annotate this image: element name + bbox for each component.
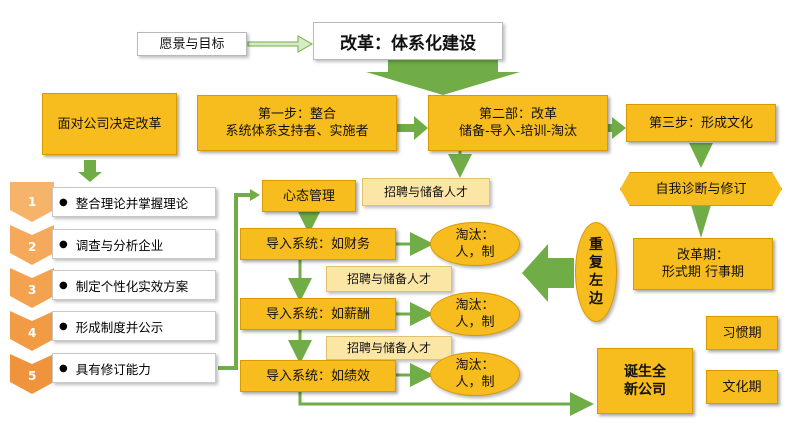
step-2-number: 2	[28, 240, 37, 254]
self-diagnosis-box: 自我诊断与修订	[620, 172, 782, 206]
reform-period-box: 改革期： 形式期 行事期	[633, 238, 773, 290]
bullet-icon: ●	[59, 320, 68, 332]
step-1-number: 1	[28, 195, 37, 209]
step-5-row: ● 具有修订能力	[52, 353, 216, 383]
recruit-box-3: 招聘与储备人才	[326, 336, 452, 360]
face-reform-box: 面对公司决定改革	[42, 93, 177, 155]
eliminate-oval-2: 淘汰： 人，制	[430, 292, 520, 336]
step2-line1: 第二部：改革	[478, 107, 557, 122]
step-1-chevron	[10, 182, 54, 222]
step-4-row: ● 形成制度并公示	[52, 311, 216, 341]
step3-box: 第三步：形成文化	[626, 104, 776, 142]
bullet-icon: ●	[59, 238, 68, 250]
repeat-left-oval: 重复左边	[575, 222, 617, 322]
eliminate-2-line2: 人，制	[455, 315, 495, 330]
culture-period-box: 文化期	[706, 370, 778, 404]
step-1-text: 整合理论并掌握理论	[75, 195, 189, 211]
step-5-text: 具有修订能力	[75, 361, 151, 377]
recruit-box-1: 招聘与储备人才	[362, 178, 490, 206]
bullet-icon: ●	[59, 196, 68, 208]
step-5-number: 5	[28, 369, 37, 383]
step2-box: 第二部：改革 储备-导入-培训-淘汰	[428, 95, 608, 151]
eliminate-3-line2: 人，制	[455, 375, 495, 390]
step-2-chevron	[10, 225, 54, 265]
reform-title-box: 改革：体系化建设	[313, 22, 503, 60]
step-3-number: 3	[28, 283, 37, 297]
import-system-salary: 导入系统：如薪酬	[240, 298, 396, 330]
bullet-icon: ●	[59, 362, 68, 374]
step1-line2: 系统体系支持者、实施者	[225, 124, 369, 139]
step-4-chevron	[10, 311, 54, 351]
step-4-text: 形成制度并公示	[75, 319, 164, 335]
reform-period-line1: 改革期：	[676, 248, 729, 263]
face-reform-text: 面对公司决定改革	[57, 116, 162, 132]
habit-period-box: 习惯期	[706, 316, 778, 350]
reform-period-line2: 形式期 行事期	[661, 265, 745, 280]
step-2-text: 调查与分析企业	[75, 237, 164, 253]
eliminate-3-line1: 淘汰：	[455, 358, 495, 373]
eliminate-2-line1: 淘汰：	[455, 298, 495, 313]
import-system-performance: 导入系统：如绩效	[240, 360, 396, 392]
step-4-number: 4	[28, 326, 37, 340]
step-5-chevron	[10, 354, 54, 394]
new-company-box: 诞生全新公司	[597, 348, 693, 414]
eliminate-1-line1: 淘汰：	[455, 228, 495, 243]
step-1-row: ● 整合理论并掌握理论	[52, 187, 216, 217]
step-2-row: ● 调查与分析企业	[52, 229, 216, 259]
eliminate-1-line2: 人，制	[455, 245, 495, 260]
step1-line1: 第一步：整合	[257, 107, 336, 122]
mindset-box: 心态管理	[262, 180, 356, 212]
eliminate-oval-1: 淘汰： 人，制	[430, 222, 520, 266]
step-3-chevron	[10, 268, 54, 308]
step1-box: 第一步：整合 系统体系支持者、实施者	[197, 95, 397, 151]
eliminate-oval-3: 淘汰： 人，制	[430, 352, 520, 396]
vision-box: 愿景与目标	[137, 32, 247, 56]
step-3-text: 制定个性化实效方案	[75, 278, 189, 294]
step2-line2: 储备-导入-培训-淘汰	[458, 124, 578, 139]
bullet-icon: ●	[59, 279, 68, 291]
recruit-box-2: 招聘与储备人才	[326, 266, 452, 292]
import-system-finance: 导入系统：如财务	[240, 228, 396, 260]
step-3-row: ● 制定个性化实效方案	[52, 270, 216, 300]
